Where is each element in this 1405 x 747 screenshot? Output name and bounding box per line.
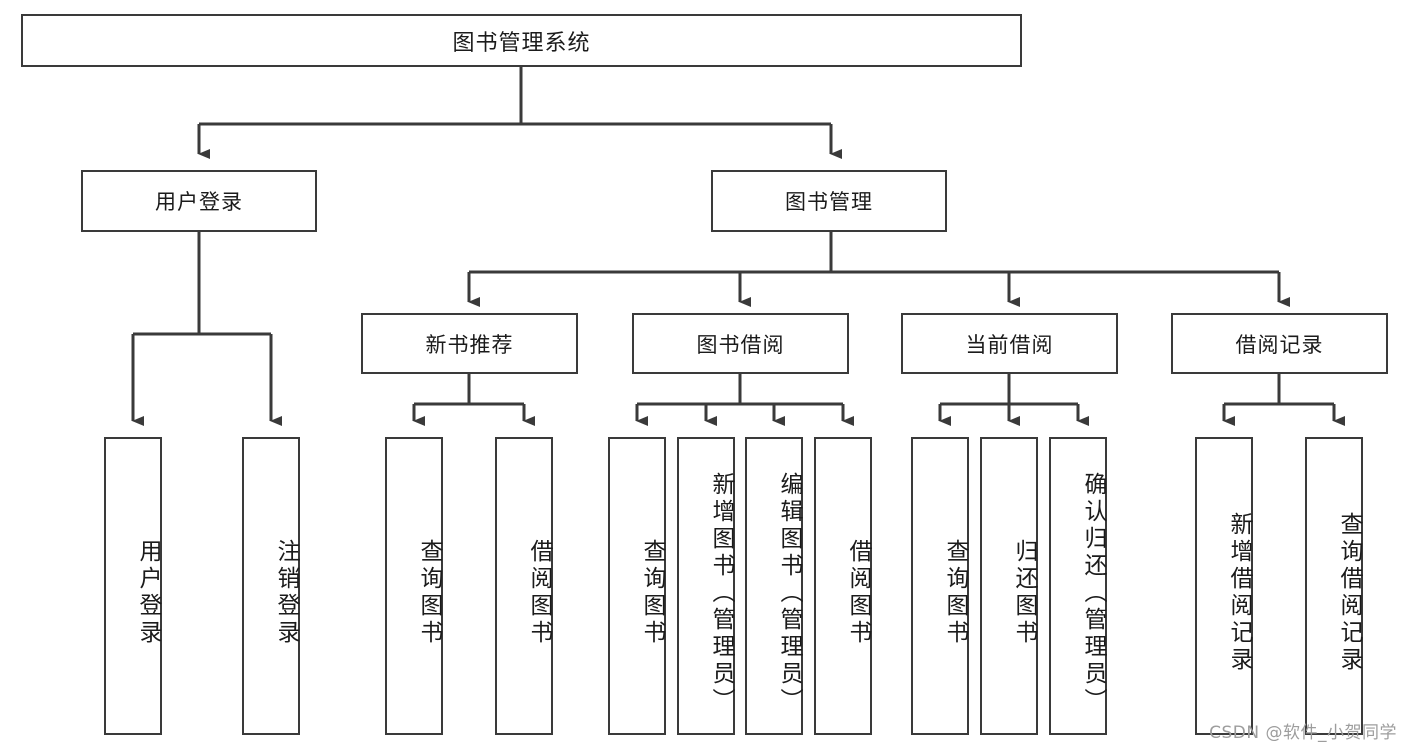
node-label: 用户登录: [135, 539, 161, 647]
node-leaf-borrow-book-new[interactable]: 借阅图书: [495, 437, 553, 735]
node-borrowing-record[interactable]: 借阅记录: [1171, 313, 1388, 374]
node-leaf-query-borrow-record[interactable]: 查询借阅记录: [1305, 437, 1363, 735]
node-book-management[interactable]: 图书管理: [711, 170, 947, 232]
node-leaf-logout[interactable]: 注销登录: [242, 437, 300, 735]
node-leaf-query-book-borrow[interactable]: 查询图书: [608, 437, 666, 735]
node-leaf-add-borrow-record[interactable]: 新增借阅记录: [1195, 437, 1253, 735]
node-label: 查询图书: [639, 539, 665, 647]
node-label: 借阅记录: [1235, 332, 1324, 357]
node-label: 新书推荐: [425, 332, 514, 357]
node-label: 确认归还（管理员）: [1080, 471, 1106, 715]
node-label: 当前借阅: [965, 332, 1054, 357]
node-leaf-edit-book-admin[interactable]: 编辑图书（管理员）: [745, 437, 803, 735]
node-leaf-user-login[interactable]: 用户登录: [104, 437, 162, 735]
node-label: 编辑图书（管理员）: [776, 471, 802, 715]
node-leaf-query-book-new[interactable]: 查询图书: [385, 437, 443, 735]
node-leaf-borrow-book-borrow[interactable]: 借阅图书: [814, 437, 872, 735]
node-user-login[interactable]: 用户登录: [81, 170, 317, 232]
node-current-borrowing[interactable]: 当前借阅: [901, 313, 1118, 374]
node-label: 查询借阅记录: [1336, 512, 1362, 674]
node-label: 用户登录: [155, 190, 243, 214]
node-new-book-recommendation[interactable]: 新书推荐: [361, 313, 578, 374]
node-label: 图书借阅: [696, 332, 785, 357]
node-label: 借阅图书: [845, 539, 871, 647]
csdn-watermark: CSDN @软件_小贺同学: [1209, 723, 1397, 743]
node-label: 图书管理系统: [452, 30, 591, 56]
node-leaf-query-book-current[interactable]: 查询图书: [911, 437, 969, 735]
node-book-borrowing[interactable]: 图书借阅: [632, 313, 849, 374]
node-label: 注销登录: [273, 539, 299, 647]
node-label: 新增借阅记录: [1226, 512, 1252, 674]
node-label: 新增图书（管理员）: [708, 471, 734, 715]
node-leaf-return-book[interactable]: 归还图书: [980, 437, 1038, 735]
node-label: 图书管理: [785, 190, 873, 214]
node-label: 借阅图书: [526, 539, 552, 647]
node-leaf-confirm-return-admin[interactable]: 确认归还（管理员）: [1049, 437, 1107, 735]
node-label: 归还图书: [1011, 539, 1037, 647]
node-label: 查询图书: [416, 539, 442, 647]
node-root-book-management-system[interactable]: 图书管理系统: [21, 14, 1022, 67]
node-label: 查询图书: [942, 539, 968, 647]
node-leaf-add-book-admin[interactable]: 新增图书（管理员）: [677, 437, 735, 735]
